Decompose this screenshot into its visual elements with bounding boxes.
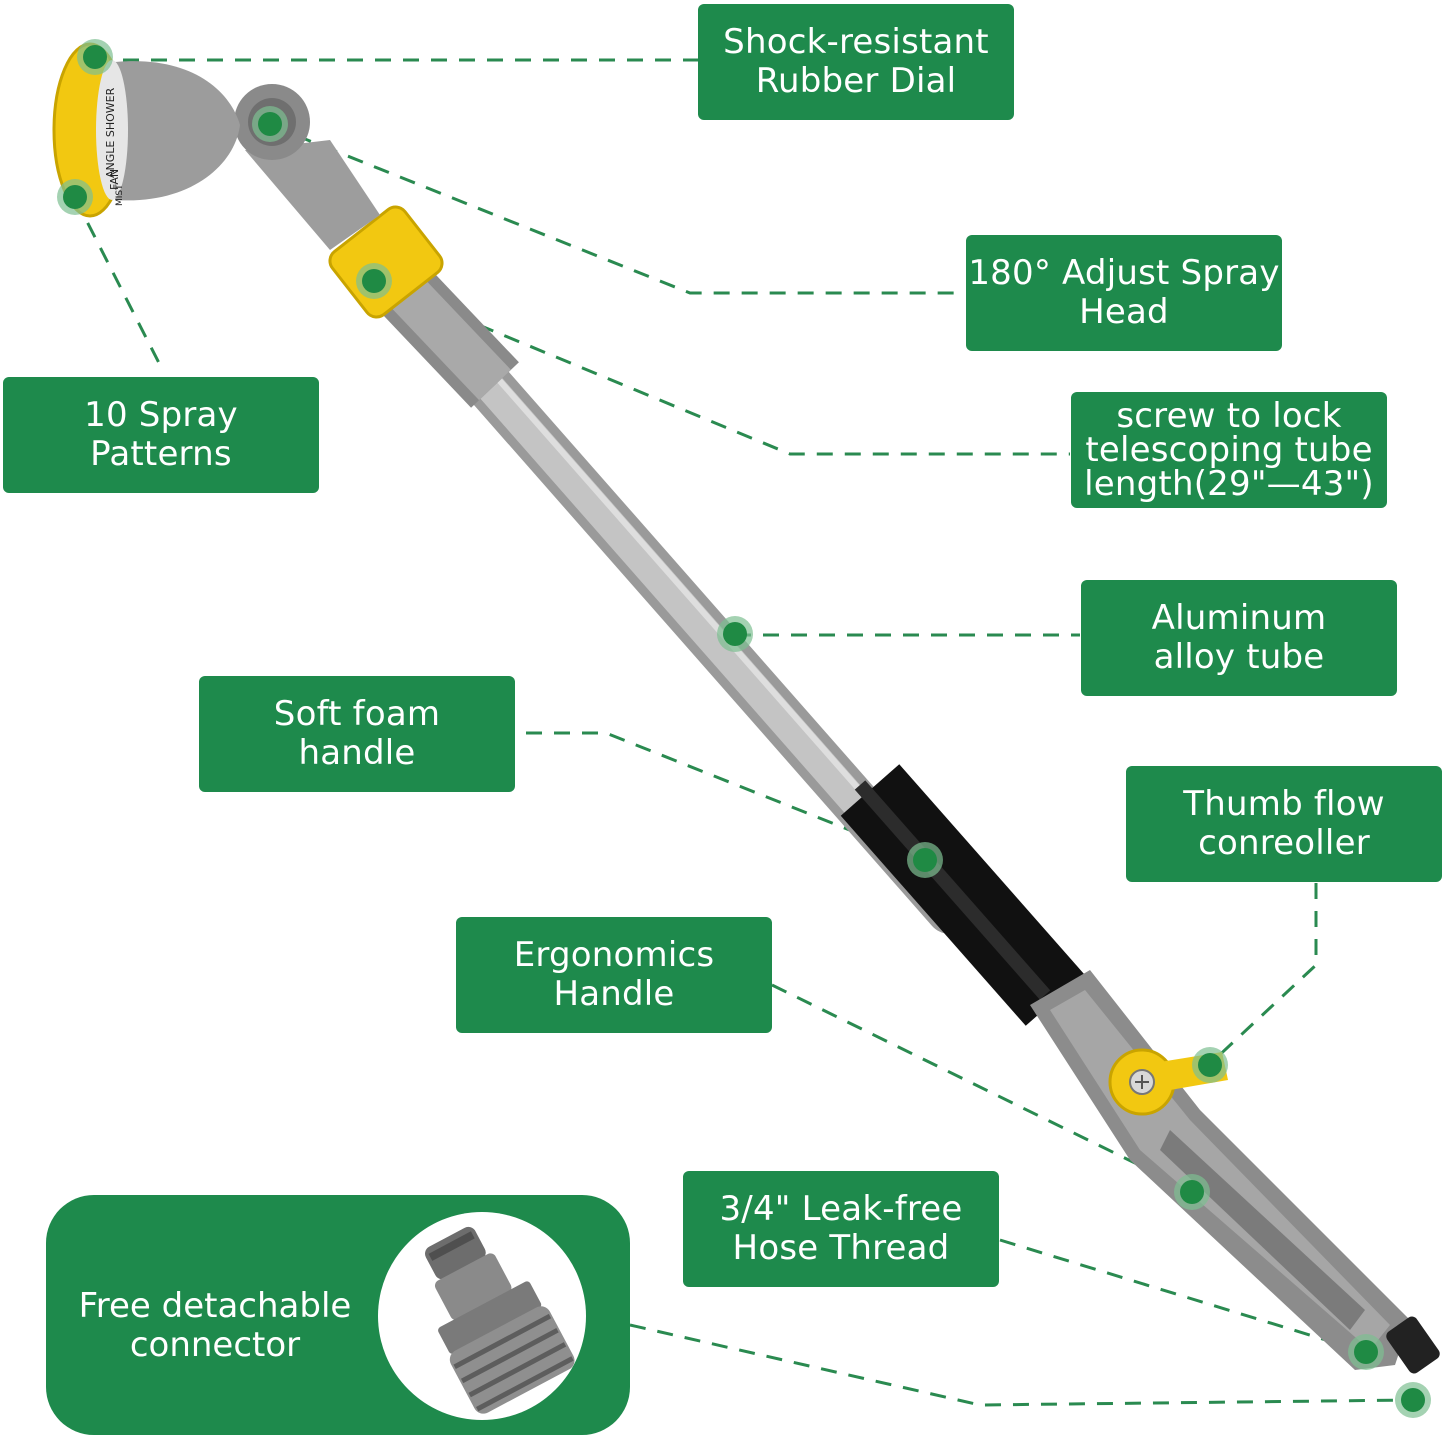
- dot-aluminum: [717, 616, 753, 652]
- dot-spray-head: [252, 106, 288, 142]
- label-foam-handle: Soft foam handle: [199, 676, 515, 792]
- label-thumb-flow: Thumb flow conreoller: [1126, 766, 1442, 882]
- dot-ergonomics: [1174, 1174, 1210, 1210]
- pistol-body: [1030, 970, 1410, 1370]
- dial-text-angle-shower: ANGLE SHOWER: [104, 87, 117, 178]
- leader-ergonomics: [771, 983, 1191, 1192]
- dot-hose-thread: [1348, 1334, 1384, 1370]
- label-connector: Free detachable connector: [78, 1286, 352, 1365]
- leader-spray-patterns: [73, 197, 162, 366]
- thumb-lever: [1108, 1048, 1228, 1116]
- label-ergonomics: Ergonomics Handle: [456, 917, 772, 1033]
- dial-text-fan: FAN: [108, 169, 121, 190]
- dot-telescoping: [356, 263, 392, 299]
- dot-rubber-dial: [77, 39, 113, 75]
- yellow-coupler: [328, 205, 444, 319]
- leader-connector: [629, 1323, 1413, 1407]
- quick-connector-icon: [425, 1226, 575, 1414]
- hose-tip: [1386, 1316, 1440, 1374]
- leader-spray-head: [269, 123, 965, 295]
- lock-collar: [376, 262, 519, 408]
- foam-grip: [840, 764, 1085, 1026]
- leader-lines: [73, 58, 1413, 1407]
- leader-telescoping: [374, 280, 1070, 456]
- label-spray-patterns: 10 Spray Patterns: [3, 377, 319, 493]
- leader-hose-thread: [999, 1238, 1366, 1354]
- leader-thumb-flow: [1210, 883, 1318, 1064]
- label-rubber-dial: Shock-resistant Rubber Dial: [698, 4, 1014, 120]
- dot-thumb-flow: [1192, 1047, 1228, 1083]
- dial-text-mist: MIST: [115, 184, 125, 206]
- label-hose-thread: 3/4" Leak-free Hose Thread: [683, 1171, 999, 1287]
- label-aluminum: Aluminum alloy tube: [1081, 580, 1397, 696]
- label-telescoping: screw to lock telescoping tube length(29…: [1071, 392, 1387, 508]
- connector-photo: [378, 1212, 586, 1420]
- dot-foam-handle: [907, 842, 943, 878]
- dot-connector: [1395, 1382, 1431, 1418]
- swivel-joint: [234, 84, 380, 250]
- label-spray-head: 180° Adjust Spray Head: [966, 235, 1282, 351]
- dot-spray-patterns: [57, 179, 93, 215]
- marker-dots: [57, 39, 1431, 1418]
- leader-foam-handle: [526, 731, 926, 862]
